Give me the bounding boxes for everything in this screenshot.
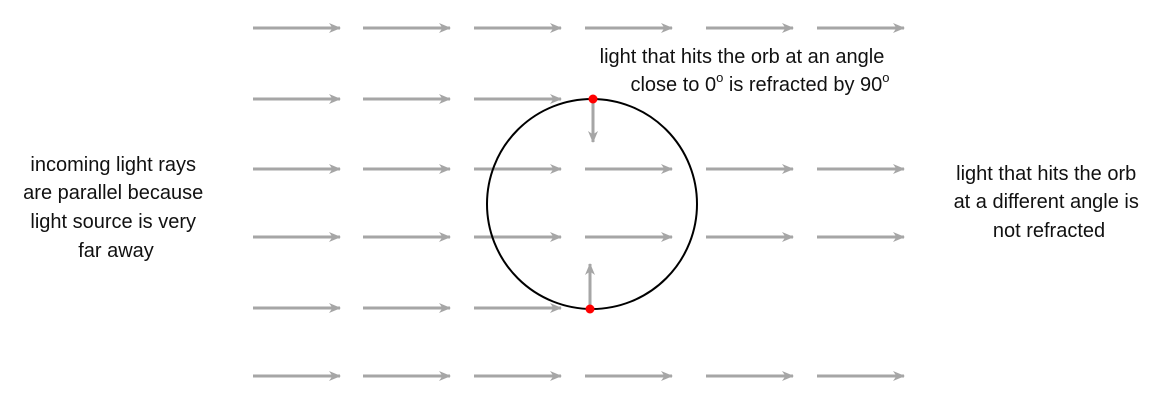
incoming-rays-label: incoming light rays are parallel because… xyxy=(23,154,209,262)
refracted-rays xyxy=(585,102,598,306)
refracted-rays-label: light that hits the orb at an angle xyxy=(600,46,885,68)
light-rays xyxy=(253,23,905,381)
not-refracted-label: light that hits the orb at a different a… xyxy=(954,163,1145,242)
bottom-hit-point-marker xyxy=(585,304,595,314)
top-hit-point-marker xyxy=(588,94,598,104)
refracted-rays-label-line2: close to 0o is refracted by 90o xyxy=(630,70,889,96)
